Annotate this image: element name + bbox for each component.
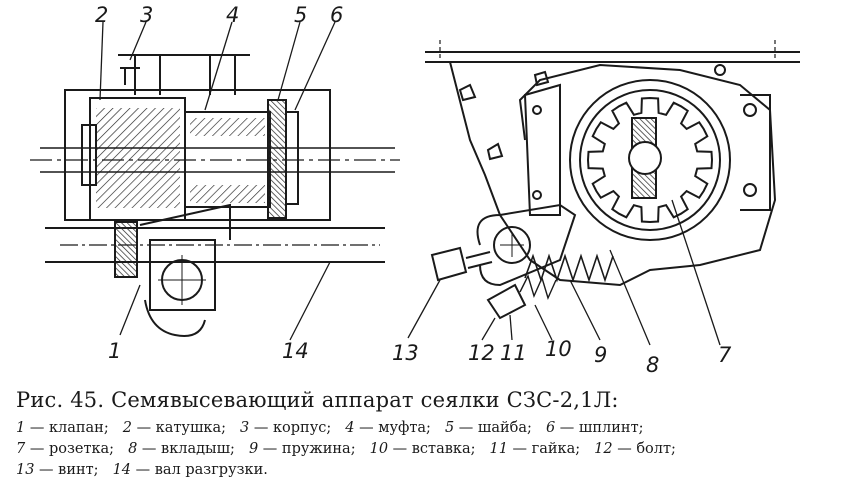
legend-text: — шплинт; [555, 420, 644, 436]
frame-rail [425, 51, 800, 63]
legend-number: 2 [122, 420, 132, 436]
legend-number: 10 [369, 441, 389, 457]
label-8: 8 [646, 353, 659, 377]
rosette-gear [586, 96, 714, 224]
legend-item: 5 — шайба; [445, 420, 532, 436]
legend-number: 7 [16, 441, 26, 457]
right-front-view [407, 40, 800, 346]
label-7: 7 [718, 343, 732, 367]
legend-item: 10 — вставка; [370, 441, 476, 457]
gear-teeth [586, 96, 714, 224]
legend-text: — гайка; [507, 441, 581, 457]
label-3: 3 [140, 3, 153, 27]
legend-item: 8 — вкладыш; [128, 441, 235, 457]
legend-text: — вставка; [388, 441, 476, 457]
lever [476, 203, 577, 287]
left-leaders [99, 21, 336, 341]
figure-caption: Рис. 45. Семявысевающий аппарат сеялки С… [16, 388, 836, 481]
label-1: 1 [108, 339, 121, 363]
legend-text: — шайба; [454, 420, 532, 436]
legend-number: 3 [240, 420, 250, 436]
legend-item: 3 — корпус; [240, 420, 331, 436]
legend-number: 4 [345, 420, 355, 436]
legend-number: 13 [16, 462, 35, 478]
legend-number: 1 [16, 420, 26, 436]
legend-item: 7 — розетка; [16, 441, 114, 457]
label-2: 2 [95, 3, 108, 27]
legend-row: 1 — клапан; 2 — катушка; 3 — корпус; 4 — му… [16, 418, 836, 439]
legend-row: 13 — винт; 14 — вал разгрузки. [16, 460, 836, 481]
legend-item: 11 — гайка; [489, 441, 580, 457]
legend-number: 12 [594, 441, 613, 457]
spring [524, 253, 614, 283]
legend-number: 11 [489, 441, 508, 457]
legend-number: 8 [128, 441, 138, 457]
label-9: 9 [594, 343, 607, 367]
label-5: 5 [294, 3, 307, 27]
legend-text: — пружина; [258, 441, 356, 457]
valve [114, 221, 138, 278]
valve-bracket [149, 239, 216, 311]
label-4: 4 [226, 3, 239, 27]
label-14: 14 [282, 339, 309, 363]
housing-body [449, 61, 777, 287]
legend-number: 14 [112, 462, 132, 478]
hopper-neck [134, 55, 236, 95]
legend-number: 9 [248, 441, 259, 457]
left-section-view [30, 54, 400, 337]
caption-title: Рис. 45. Семявысевающий аппарат сеялки С… [16, 388, 619, 412]
caption-legend: 1 — клапан; 2 — катушка; 3 — корпус; 4 — му… [16, 418, 836, 481]
legend-item: 4 — муфта; [345, 420, 431, 436]
label-13: 13 [392, 341, 419, 365]
legend-text: — вал разгрузки. [131, 462, 268, 478]
legend-item: 14 — вал разгрузки. [113, 462, 268, 478]
legend-text: — вкладыш; [137, 441, 235, 457]
legend-item: 6 — шплинт; [546, 420, 644, 436]
legend-item: 9 — пружина; [249, 441, 356, 457]
washer [267, 99, 287, 219]
legend-number: 6 [545, 420, 556, 436]
insert [519, 274, 557, 301]
legend-text: — розетка; [25, 441, 115, 457]
legend-item: 12 — болт; [594, 441, 676, 457]
label-11: 11 [500, 341, 527, 365]
legend-number: 5 [444, 420, 455, 436]
legend-text: — муфта; [354, 420, 431, 436]
legend-item: 13 — винт; [16, 462, 99, 478]
label-12: 12 [468, 341, 495, 365]
bolt-nut [486, 283, 527, 320]
legend-text: — корпус; [249, 420, 332, 436]
rosette-rim [569, 79, 731, 241]
legend-text: — катушка; [131, 420, 227, 436]
seeder-drawing: 2 3 4 5 6 1 14 13 12 11 10 9 8 7 [30, 3, 800, 377]
legend-text: — клапан; [25, 420, 109, 436]
label-6: 6 [330, 3, 343, 27]
legend-text: — винт; [34, 462, 99, 478]
label-10: 10 [545, 337, 572, 361]
legend-row: 7 — розетка; 8 — вкладыш; 9 — пружина; 10 —… [16, 439, 836, 460]
housing-outline [64, 89, 331, 221]
legend-text: — болт; [612, 441, 676, 457]
legend-item: 1 — клапан; [16, 420, 109, 436]
screw [430, 246, 468, 282]
part-labels: 2 3 4 5 6 1 14 13 12 11 10 9 8 7 [95, 3, 732, 377]
cotter [285, 111, 299, 205]
legend-item: 2 — катушка; [123, 420, 226, 436]
